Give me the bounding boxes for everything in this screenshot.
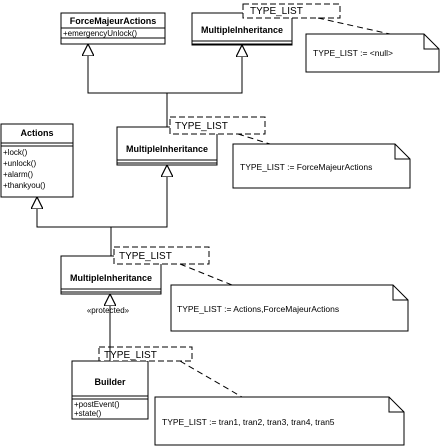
- actions-method-thankyou: +thankyou(): [3, 181, 46, 190]
- note-1-anchor: [317, 17, 391, 35]
- mi-top-template: TYPE_LIST: [250, 6, 303, 17]
- class-multiple-inheritance-low[interactable]: MultipleInheritance TYPE_LIST: [60, 246, 210, 295]
- force-majeur-actions-name: ForceMajeurActions: [70, 16, 157, 26]
- class-actions[interactable]: Actions +lock() +unlock() +alarm() +than…: [0, 123, 74, 198]
- builder-template: TYPE_LIST: [104, 350, 157, 361]
- note-3-anchor: [179, 263, 233, 286]
- actions-name: Actions: [20, 128, 53, 138]
- mi-top-name: MultipleInheritance: [201, 25, 283, 35]
- mi-low-name: MultipleInheritance: [70, 273, 152, 283]
- class-builder[interactable]: Builder +postEvent() +state() TYPE_LIST: [71, 346, 193, 420]
- mi-top-template-box: [242, 3, 341, 19]
- builder-method-postevent: +postEvent(): [74, 400, 120, 409]
- mi-low-template-box: [113, 246, 210, 265]
- note-2-text: TYPE_LIST := ForceMajeurActions: [240, 162, 372, 172]
- actions-method-lock: +lock(): [3, 148, 28, 157]
- class-multiple-inheritance-mid[interactable]: MultipleInheritance TYPE_LIST: [116, 116, 266, 166]
- actions-method-unlock: +unlock(): [3, 159, 36, 168]
- mi-mid-name: MultipleInheritance: [126, 144, 208, 154]
- note-3[interactable]: TYPE_LIST := Actions,ForceMajeurActions: [170, 284, 409, 332]
- mi-mid-template: TYPE_LIST: [175, 121, 228, 132]
- note-4[interactable]: TYPE_LIST := tran1, tran2, tran3, tran4,…: [154, 396, 405, 446]
- actions-method-alarm: +alarm(): [3, 170, 33, 179]
- builder-method-state: +state(): [74, 409, 102, 418]
- edge-mi-low-to-actions: [37, 197, 112, 256]
- builder-template-box: [98, 346, 193, 362]
- protected-stereotype: «protected»: [87, 306, 130, 315]
- builder-name: Builder: [94, 377, 126, 387]
- note-4-text: TYPE_LIST := tran1, tran2, tran3, tran4,…: [162, 417, 335, 427]
- edge-mi-mid-to-mi-top: [167, 45, 242, 94]
- edge-mi-mid-to-force-majeur: [88, 44, 168, 127]
- edge-mi-low-to-mi-mid: [111, 165, 167, 228]
- note-2-anchor: [237, 133, 271, 145]
- note-4-anchor: [179, 360, 243, 398]
- note-1[interactable]: TYPE_LIST := <null>: [305, 33, 440, 73]
- note-2[interactable]: TYPE_LIST := ForceMajeurActions: [232, 143, 411, 189]
- class-force-majeur-actions[interactable]: ForceMajeurActions +emergencyUnlock(): [60, 12, 166, 45]
- note-3-text: TYPE_LIST := Actions,ForceMajeurActions: [177, 304, 339, 314]
- mi-low-template: TYPE_LIST: [119, 251, 172, 262]
- note-1-text: TYPE_LIST := <null>: [313, 48, 393, 58]
- mi-mid-template-box: [169, 116, 266, 135]
- force-majeur-method: +emergencyUnlock(): [63, 29, 137, 38]
- class-multiple-inheritance-top[interactable]: MultipleInheritance TYPE_LIST: [191, 3, 341, 46]
